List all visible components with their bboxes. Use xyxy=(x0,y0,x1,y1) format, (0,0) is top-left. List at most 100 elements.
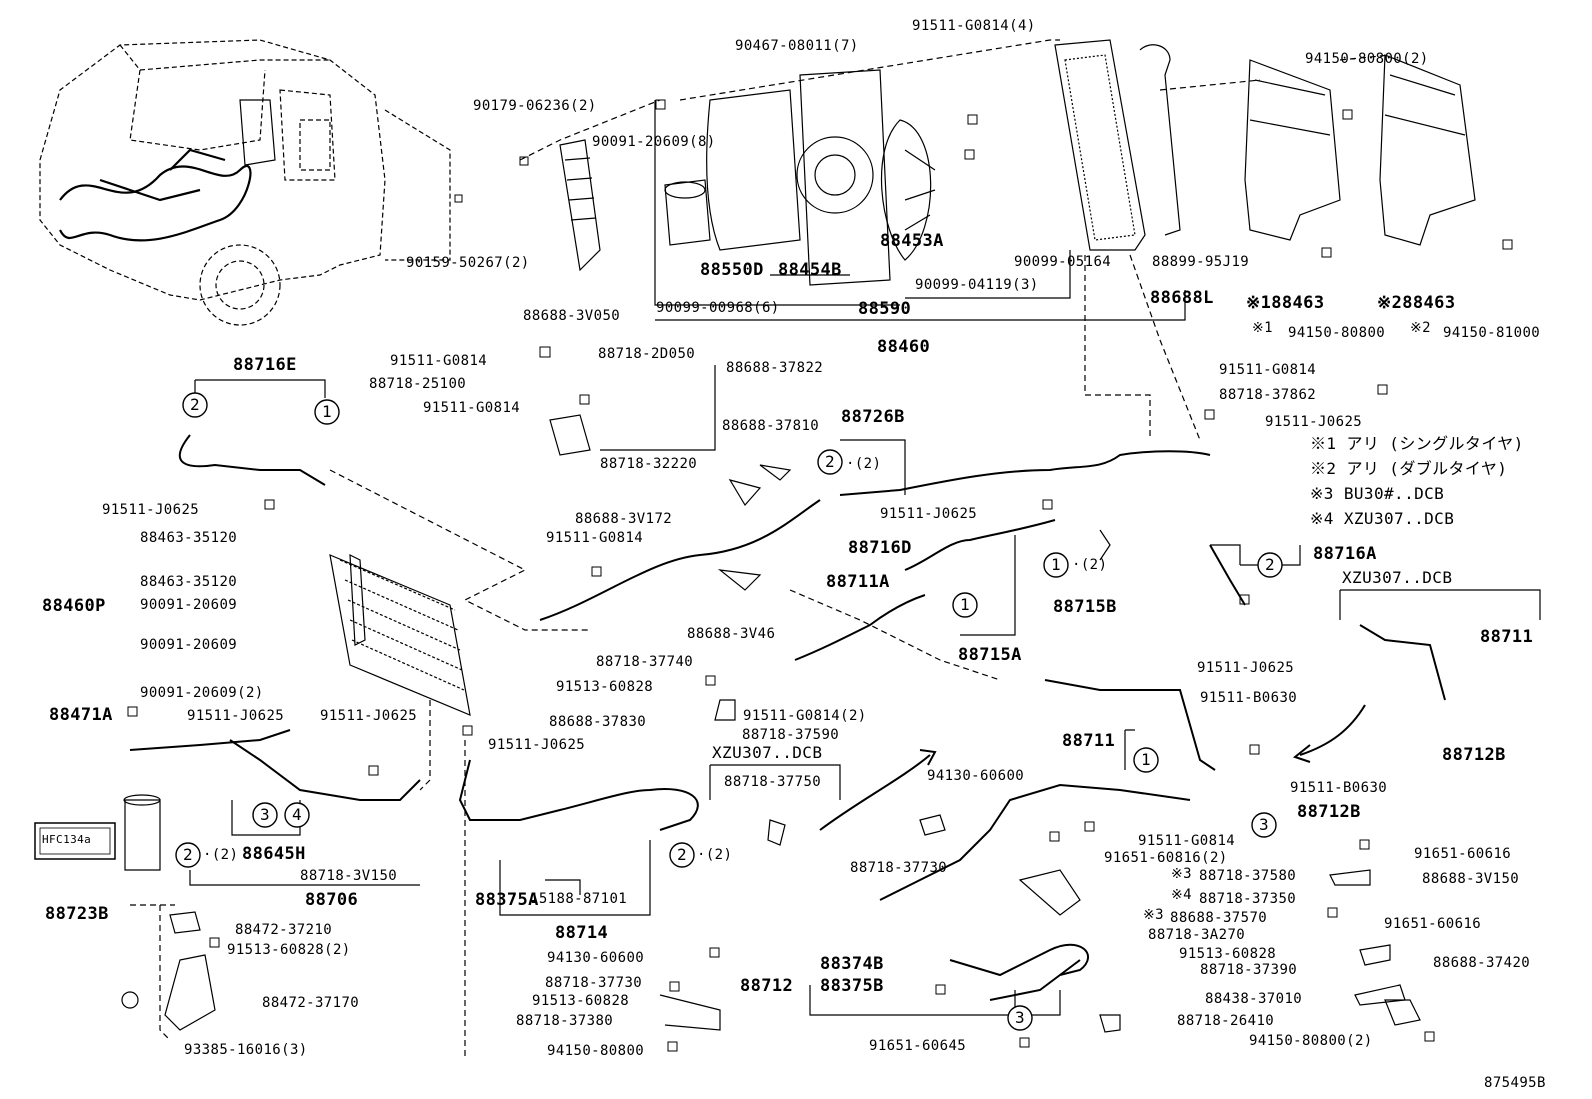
part-label[interactable]: 88712 xyxy=(740,976,794,996)
part-label[interactable]: 88716E xyxy=(233,355,297,375)
part-label[interactable]: 88706 xyxy=(305,890,359,910)
part-label[interactable]: 88453A xyxy=(880,231,944,251)
part-label[interactable]: 93385-16016(3) xyxy=(184,1042,308,1058)
part-label[interactable]: 90159-50267(2) xyxy=(406,255,530,271)
part-label[interactable]: 88688-37420 xyxy=(1433,955,1531,971)
part-label[interactable]: 88374B xyxy=(820,954,884,974)
part-label[interactable]: 88712B xyxy=(1297,802,1361,822)
part-label[interactable]: 88375A xyxy=(475,890,539,910)
part-label[interactable]: 88375B xyxy=(820,976,884,996)
part-label[interactable]: ※288463 xyxy=(1377,293,1456,313)
part-label[interactable]: 91513-60828 xyxy=(532,993,630,1009)
part-label[interactable]: 88688-3V172 xyxy=(575,511,673,527)
part-label[interactable]: 88716D xyxy=(848,538,912,558)
part-label[interactable]: 88688-37822 xyxy=(726,360,824,376)
part-label[interactable]: 88463-35120 xyxy=(140,574,238,590)
part-label[interactable]: 88688-37830 xyxy=(549,714,647,730)
part-label[interactable]: 88472-37170 xyxy=(262,995,360,1011)
part-label[interactable]: 88688-3V46 xyxy=(687,626,776,642)
part-label[interactable]: 88715A xyxy=(958,645,1022,665)
part-label[interactable]: 91511-G0814 xyxy=(390,353,488,369)
part-label[interactable]: 94130-60600 xyxy=(547,950,645,966)
part-label[interactable]: 88688L xyxy=(1150,288,1214,308)
part-label[interactable]: 88463-35120 xyxy=(140,530,238,546)
part-label[interactable]: 91651-60616 xyxy=(1414,846,1512,862)
part-label[interactable]: 88726B xyxy=(841,407,905,427)
part-label[interactable]: 88718-25100 xyxy=(369,376,467,392)
part-label[interactable]: 90091-20609 xyxy=(140,597,238,613)
part-label[interactable]: 88718-32220 xyxy=(600,456,698,472)
part-label[interactable]: 88472-37210 xyxy=(235,922,333,938)
part-label[interactable]: ※2 xyxy=(1410,320,1431,336)
part-label[interactable]: 88718-3A270 xyxy=(1148,927,1246,943)
part-label[interactable]: 91651-60616 xyxy=(1384,916,1482,932)
part-label[interactable]: 88711 xyxy=(1480,627,1534,647)
part-label[interactable]: 88712B xyxy=(1442,745,1506,765)
part-label[interactable]: 88718-37862 xyxy=(1219,387,1317,403)
part-label[interactable]: 90179-06236(2) xyxy=(473,98,597,114)
part-label[interactable]: 91511-G0814 xyxy=(546,530,644,546)
part-label[interactable]: 91511-B0630 xyxy=(1200,690,1298,706)
part-label[interactable]: 91511-G0814 xyxy=(423,400,521,416)
part-label[interactable]: 88716A xyxy=(1313,544,1377,564)
part-label[interactable]: 91513-60828 xyxy=(1179,946,1277,962)
part-label[interactable]: 94150-80800(2) xyxy=(1305,51,1429,67)
part-label[interactable]: 91511-J0625 xyxy=(187,708,285,724)
part-label[interactable]: 91511-J0625 xyxy=(320,708,418,724)
part-label[interactable]: 88590 xyxy=(858,299,912,319)
part-label[interactable]: ※1 xyxy=(1252,320,1273,336)
part-label[interactable]: 88723B xyxy=(45,904,109,924)
part-label[interactable]: 88718-37350 xyxy=(1199,891,1297,907)
part-label[interactable]: 88718-26410 xyxy=(1177,1013,1275,1029)
part-label[interactable]: 88718-37750 xyxy=(724,774,822,790)
part-label[interactable]: 88718-37580 xyxy=(1199,868,1297,884)
part-label[interactable]: 90099-00968(6) xyxy=(656,300,780,316)
part-label[interactable]: 88460P xyxy=(42,596,106,616)
part-label[interactable]: 88688-37570 xyxy=(1170,910,1268,926)
part-label[interactable]: 91511-G0814 xyxy=(1219,362,1317,378)
part-label[interactable]: 91513-60828 xyxy=(556,679,654,695)
part-label[interactable]: 88645H xyxy=(242,844,306,864)
part-label[interactable]: 90099-05164 xyxy=(1014,254,1112,270)
part-label[interactable]: 90099-04119(3) xyxy=(915,277,1039,293)
part-label[interactable]: 91511-J0625 xyxy=(488,737,586,753)
part-label[interactable]: 90091-20609 xyxy=(140,637,238,653)
part-label[interactable]: 90467-08011(7) xyxy=(735,38,859,54)
part-label[interactable]: 88718-37380 xyxy=(516,1013,614,1029)
part-label[interactable]: 88718-37730 xyxy=(545,975,643,991)
part-label[interactable]: 94150-80800(2) xyxy=(1249,1033,1373,1049)
part-label[interactable]: ※188463 xyxy=(1246,293,1325,313)
part-label[interactable]: 91651-60816(2) xyxy=(1104,850,1228,866)
part-label[interactable]: 88718-37590 xyxy=(742,727,840,743)
part-label[interactable]: 88550D xyxy=(700,260,764,280)
part-label[interactable]: 15188-87101 xyxy=(530,891,628,907)
part-label[interactable]: 88715B xyxy=(1053,597,1117,617)
part-label[interactable]: 91511-J0625 xyxy=(1265,414,1363,430)
part-label[interactable]: 88718-37390 xyxy=(1200,962,1298,978)
part-label[interactable]: 88438-37010 xyxy=(1205,991,1303,1007)
part-label[interactable]: 88460 xyxy=(877,337,931,357)
part-label[interactable]: 94150-80800 xyxy=(547,1043,645,1059)
part-label[interactable]: 88454B xyxy=(778,260,842,280)
part-label[interactable]: 91511-B0630 xyxy=(1290,780,1388,796)
part-label[interactable]: 91511-G0814(2) xyxy=(743,708,867,724)
part-label[interactable]: 94130-60600 xyxy=(927,768,1025,784)
part-label[interactable]: 90091-20609(2) xyxy=(140,685,264,701)
part-label[interactable]: 88471A xyxy=(49,705,113,725)
part-label[interactable]: 94150-81000 xyxy=(1443,325,1541,341)
part-label[interactable]: 88711A xyxy=(826,572,890,592)
part-label[interactable]: 91511-G0814 xyxy=(1138,833,1236,849)
part-label[interactable]: 94150-80800 xyxy=(1288,325,1386,341)
part-label[interactable]: 88688-3V050 xyxy=(523,308,621,324)
part-label[interactable]: 88718-2D050 xyxy=(598,346,696,362)
part-label[interactable]: 88688-3V150 xyxy=(1422,871,1520,887)
part-label[interactable]: 88718-37730 xyxy=(850,860,948,876)
part-label[interactable]: 90091-20609(8) xyxy=(592,134,716,150)
part-label[interactable]: 88688-37810 xyxy=(722,418,820,434)
part-label[interactable]: 88718-3V150 xyxy=(300,868,398,884)
part-label[interactable]: 91513-60828(2) xyxy=(227,942,351,958)
part-label[interactable]: 88899-95J19 xyxy=(1152,254,1250,270)
part-label[interactable]: 91511-G0814(4) xyxy=(912,18,1036,34)
part-label[interactable]: 91511-J0625 xyxy=(880,506,978,522)
part-label[interactable]: 88711 xyxy=(1062,731,1116,751)
